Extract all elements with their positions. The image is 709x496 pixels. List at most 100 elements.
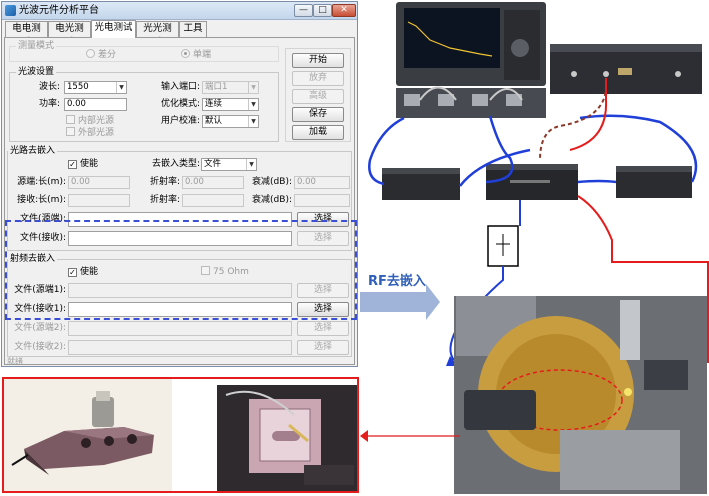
user-cal-label: 用户校准:: [160, 116, 200, 126]
rf-file-recv1-label: 文件(接收1):: [14, 304, 66, 314]
source-length-label: 源端:长(m):: [17, 177, 66, 187]
window-title: 光波元件分析平台: [19, 5, 99, 16]
rf-file-recv2-input[interactable]: [68, 340, 292, 355]
checkbox-icon: [201, 266, 210, 275]
rf-file-source1-input[interactable]: [68, 283, 292, 298]
checkbox-icon: [66, 127, 75, 136]
extender-center: [486, 164, 578, 200]
recv-length-input[interactable]: [68, 194, 130, 207]
external-source-checkbox[interactable]: 外部光源: [66, 127, 114, 139]
rf-deembed-enable-checkbox[interactable]: ✓使能: [68, 266, 98, 278]
select-rf-recv1-button[interactable]: 选择: [297, 302, 349, 317]
chevron-down-icon: ▼: [248, 116, 258, 127]
optical-deembed-enable-label: 使能: [80, 159, 99, 169]
user-cal-select[interactable]: 默认▼: [202, 115, 259, 128]
title-bar[interactable]: 光波元件分析平台 — □ ✕: [2, 2, 357, 20]
radio-differential-label: 差分: [98, 50, 117, 60]
optical-deembed-enable-checkbox[interactable]: ✓使能: [68, 158, 98, 170]
chevron-down-icon: ▼: [248, 82, 258, 93]
radio-differential[interactable]: 差分: [86, 49, 116, 61]
probe-photos: [4, 379, 357, 491]
wavelength-select[interactable]: 1550 ▼: [64, 81, 127, 94]
blue-cable-1: [368, 116, 405, 186]
select-rf-recv2-button[interactable]: 选择: [297, 340, 349, 355]
input-port-select[interactable]: 端口1 ▼: [202, 81, 259, 94]
source-atten-label: 衰减(dB):: [252, 177, 292, 187]
action-button-group: 开始 放弃 高级 保存 加载: [285, 48, 351, 142]
radio-differential-dot: [86, 49, 95, 58]
component-symbol: [496, 234, 510, 256]
recv-index-input[interactable]: [182, 194, 244, 207]
optimize-mode-value: 连续: [205, 99, 223, 109]
rf-file-source1-label: 文件(源端1):: [14, 285, 66, 295]
source-index-input[interactable]: 0.00: [182, 176, 244, 189]
radio-single-ended[interactable]: 单端: [181, 49, 211, 61]
wavelength-value: 1550: [67, 82, 89, 92]
probe-station-photo: [454, 296, 707, 494]
abort-button[interactable]: 放弃: [292, 71, 344, 86]
rf-highlight-box: [5, 220, 357, 320]
rf-file-recv1-input[interactable]: [68, 302, 292, 317]
radio-single-ended-label: 单端: [193, 50, 212, 60]
checkmark-icon: ✓: [68, 160, 77, 169]
measure-mode-title: 测量模式: [16, 40, 57, 52]
blue-cable-2: [485, 115, 514, 184]
rf-probe-image: [11, 391, 154, 475]
rf-deembed-annotation: RF去嵌入: [368, 274, 426, 289]
source-length-input[interactable]: 0.00: [68, 176, 130, 189]
radio-single-ended-dot: [181, 49, 190, 58]
file-source-input[interactable]: [68, 212, 292, 227]
chevron-down-icon: ▼: [246, 159, 256, 170]
external-source-label: 外部光源: [78, 128, 115, 138]
maximize-button[interactable]: □: [313, 4, 332, 17]
power-label: 功率:: [38, 99, 60, 109]
save-button[interactable]: 保存: [292, 107, 344, 122]
vna-instrument: [396, 2, 546, 118]
file-recv-input[interactable]: [68, 231, 292, 246]
checkmark-icon: ✓: [68, 268, 77, 277]
internal-source-checkbox[interactable]: 内部光源: [66, 115, 114, 127]
tab-oo-test[interactable]: 光光测试: [136, 21, 179, 48]
rf-file-source2-input[interactable]: [68, 321, 292, 336]
input-port-label: 输入端口:: [160, 82, 200, 92]
select-file-recv-button[interactable]: 选择: [297, 231, 349, 246]
source-atten-input[interactable]: 0.00: [294, 176, 350, 189]
optical-module: [550, 44, 702, 94]
load-button[interactable]: 加载: [292, 125, 344, 140]
minimize-button[interactable]: —: [294, 4, 313, 17]
rf-deembed-arrow: [360, 284, 440, 320]
tab-panel: 测量模式 差分 单端 光波设置 波长: 1550▼ 功率: 0.00 内部光源 …: [4, 37, 355, 365]
ohm75-label: 75 Ohm: [213, 267, 249, 277]
power-input[interactable]: 0.00: [64, 98, 127, 111]
start-button[interactable]: 开始: [292, 53, 344, 68]
select-rf-source1-button[interactable]: 选择: [297, 283, 349, 298]
optical-deembed-title: 光路去嵌入: [8, 145, 58, 157]
checkbox-icon: [66, 115, 75, 124]
chevron-down-icon: ▼: [116, 82, 126, 93]
input-port-value: 端口1: [205, 82, 228, 92]
select-file-source-button[interactable]: 选择: [297, 212, 349, 227]
tab-oe-test[interactable]: 光电测试: [91, 20, 136, 38]
recv-atten-input[interactable]: [294, 194, 350, 207]
select-rf-source2-button[interactable]: 选择: [297, 321, 349, 336]
ohm75-checkbox[interactable]: 75 Ohm: [201, 266, 249, 278]
close-button[interactable]: ✕: [332, 4, 356, 17]
status-bar: 就绪: [7, 357, 23, 366]
optical-settings-title: 光波设置: [16, 66, 57, 78]
tab-eo-test[interactable]: 电光测试: [48, 21, 91, 48]
deembed-type-label: 去嵌入类型:: [151, 159, 200, 169]
app-icon: [5, 5, 16, 16]
tab-tools[interactable]: 工具: [179, 21, 207, 37]
rf-deembed-group: 射频去嵌入 ✓使能 75 Ohm 文件(源端1): 选择 文件(接收1): 选择…: [7, 253, 352, 357]
optimize-mode-select[interactable]: 连续▼: [202, 98, 259, 111]
rf-file-recv2-label: 文件(接收2):: [14, 342, 66, 352]
deembed-type-select[interactable]: 文件▼: [201, 158, 257, 171]
tab-ee-test[interactable]: 电电测试: [5, 21, 48, 48]
advanced-button[interactable]: 高级: [292, 89, 344, 104]
optimize-mode-label: 优化模式:: [160, 99, 200, 109]
recv-index-label: 折射率:: [149, 195, 180, 205]
internal-source-label: 内部光源: [78, 116, 115, 126]
source-index-label: 折射率:: [149, 177, 180, 187]
optical-deembed-group: 光路去嵌入 ✓使能 去嵌入类型: 文件▼ 源端:长(m): 0.00 折射率: …: [7, 145, 352, 251]
setup-illustration: [360, 2, 709, 494]
